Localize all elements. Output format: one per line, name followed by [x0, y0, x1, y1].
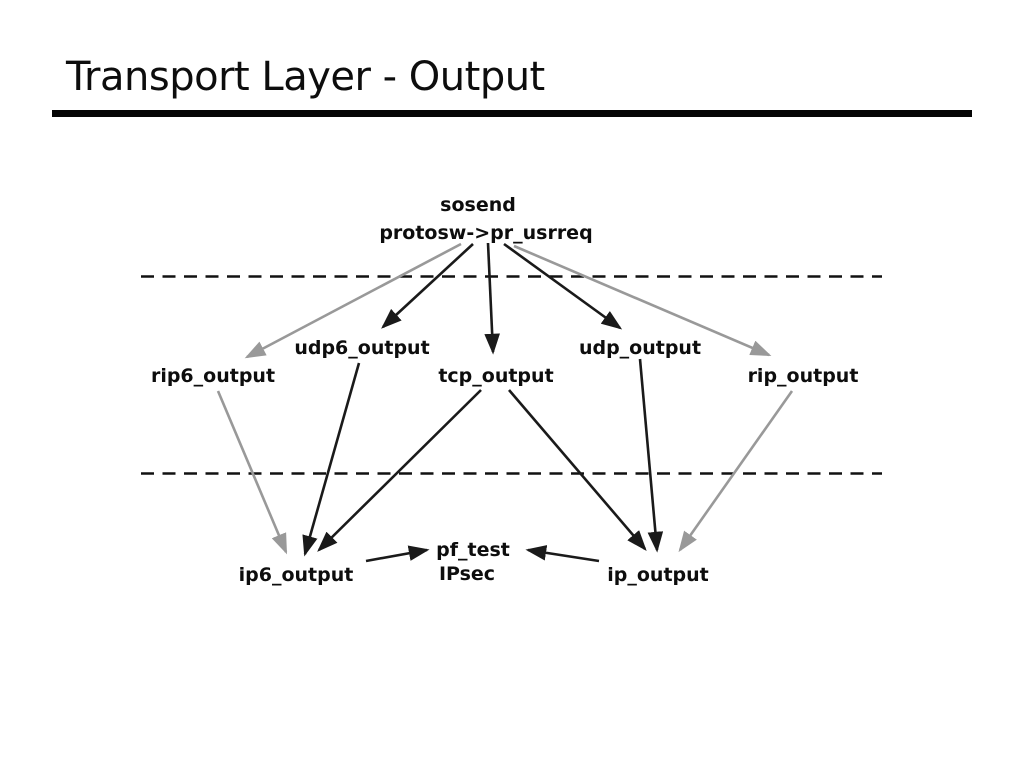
edge-ip6-output-to-pf-test — [365, 545, 430, 563]
node-protosw-pr-usrreq: protosw->pr_usrreq — [379, 222, 592, 244]
node-pf-test: pf_test — [436, 539, 510, 561]
edge-ip-output-to-pf-test — [525, 545, 600, 563]
edge-udp6-output-to-ip6-output — [302, 362, 361, 557]
node-rip-output: rip_output — [748, 365, 859, 387]
node-udp-output: udp_output — [579, 337, 701, 359]
node-sosend: sosend — [440, 194, 516, 216]
edge-tcp-output-to-ip-output — [508, 389, 647, 551]
edge-tcp-output-to-ip6-output — [317, 389, 482, 552]
edge-usrreq-to-udp6-output — [381, 243, 474, 329]
edge-rip6-output-to-ip6-output — [216, 390, 288, 555]
node-ip-output: ip_output — [607, 564, 709, 586]
edge-rip-output-to-ip-output — [678, 390, 794, 553]
edge-usrreq-to-udp-output — [503, 242, 623, 330]
node-udp6-output: udp6_output — [294, 337, 429, 359]
node-rip6-output: rip6_output — [151, 365, 275, 387]
title-underline — [52, 110, 972, 117]
edge-usrreq-to-rip-output — [513, 244, 772, 357]
edge-udp-output-to-ip-output — [638, 358, 664, 553]
node-ipsec: IPsec — [439, 563, 495, 585]
slide-title: Transport Layer - Output — [66, 54, 545, 100]
edge-usrreq-to-rip6-output — [244, 242, 462, 359]
edge-usrreq-to-tcp-output — [484, 242, 500, 355]
node-tcp-output: tcp_output — [438, 365, 553, 387]
node-ip6-output: ip6_output — [239, 564, 354, 586]
